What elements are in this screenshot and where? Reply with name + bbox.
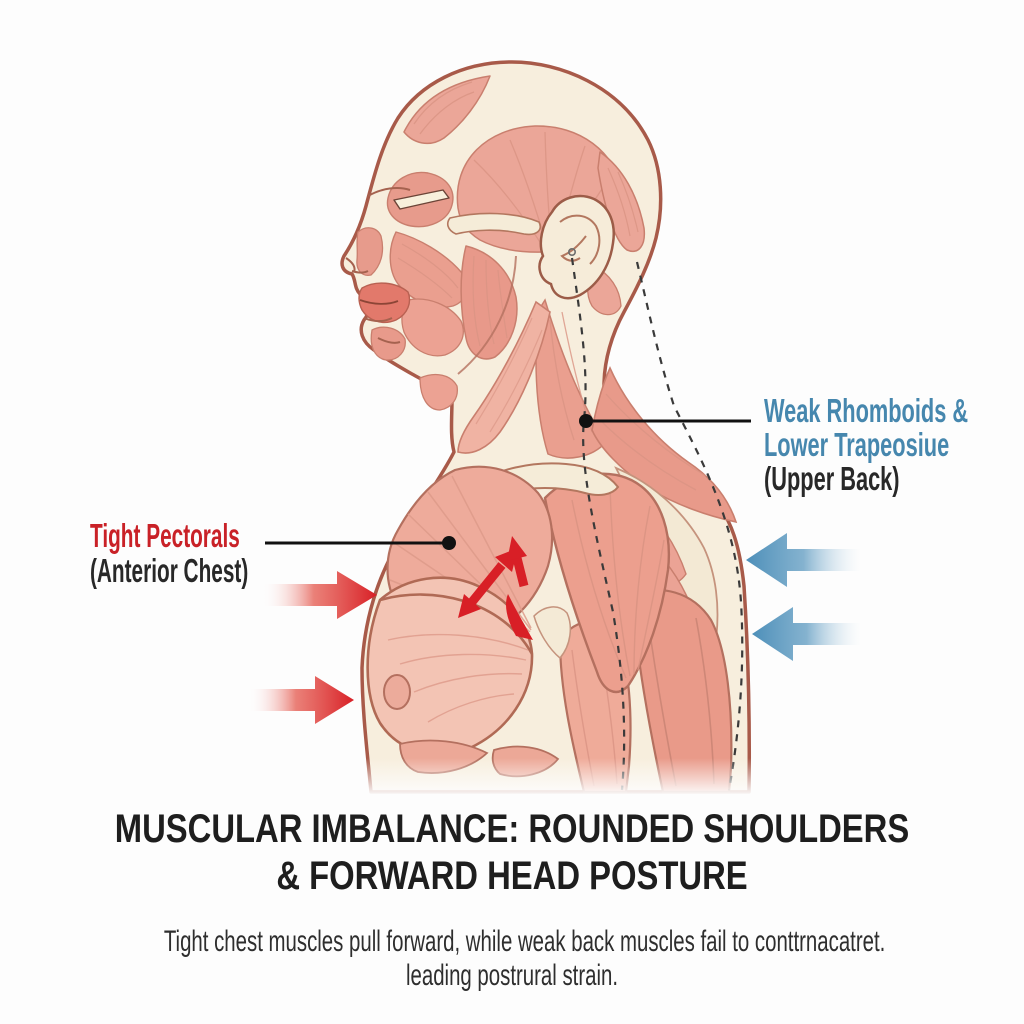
inner-dashed-line [570, 257, 626, 791]
leader-lines [265, 414, 751, 550]
label-weak-rhomboids-line2: Lower Trapeosiue [764, 426, 950, 463]
posture-line-start-marker [567, 248, 576, 257]
head-muscles [345, 75, 646, 375]
torso-muscles [366, 366, 738, 794]
blue-force-arrow-lower [752, 607, 861, 661]
figure-bottom-fade [340, 758, 770, 796]
ear [538, 194, 615, 300]
label-weak-rhomboids: Weak Rhomboids & Lower Trapeosiue (Upper… [764, 394, 968, 496]
label-tight-pectorals-subtitle: (Anterior Chest) [90, 552, 249, 589]
poster-subtitle-line1: Tight chest muscles pull forward, while … [163, 925, 886, 958]
label-tight-pectorals-title: Tight Pectorals [90, 517, 240, 554]
posture-plumb-lines [570, 257, 744, 791]
shoulder-stress-arrows [458, 536, 533, 640]
force-arrows [248, 533, 861, 724]
label-weak-rhomboids-line3: (Upper Back) [764, 460, 900, 497]
blue-force-arrow-upper [746, 533, 861, 587]
left-leader-dot [442, 536, 456, 550]
label-tight-pectorals: Tight Pectorals (Anterior Chest) [90, 518, 248, 588]
poster-subtitle-line2: leading postrural strain. [405, 959, 619, 992]
nipple [383, 674, 411, 710]
poster-title: MUSCULAR IMBALANCE: ROUNDED SHOULDERS & … [92, 806, 932, 900]
red-force-arrow-upper [262, 571, 377, 619]
right-leader-dot [579, 414, 593, 428]
label-weak-rhomboids-line1: Weak Rhomboids & [764, 392, 969, 429]
red-force-arrow-lower [248, 676, 354, 724]
poster-subtitle: Tight chest muscles pull forward, while … [163, 925, 886, 993]
poster-title-line2: & FORWARD HEAD POSTURE [276, 854, 748, 898]
poster-title-line1: MUSCULAR IMBALANCE: ROUNDED SHOULDERS [114, 807, 910, 851]
outer-dashed-line [635, 261, 744, 791]
